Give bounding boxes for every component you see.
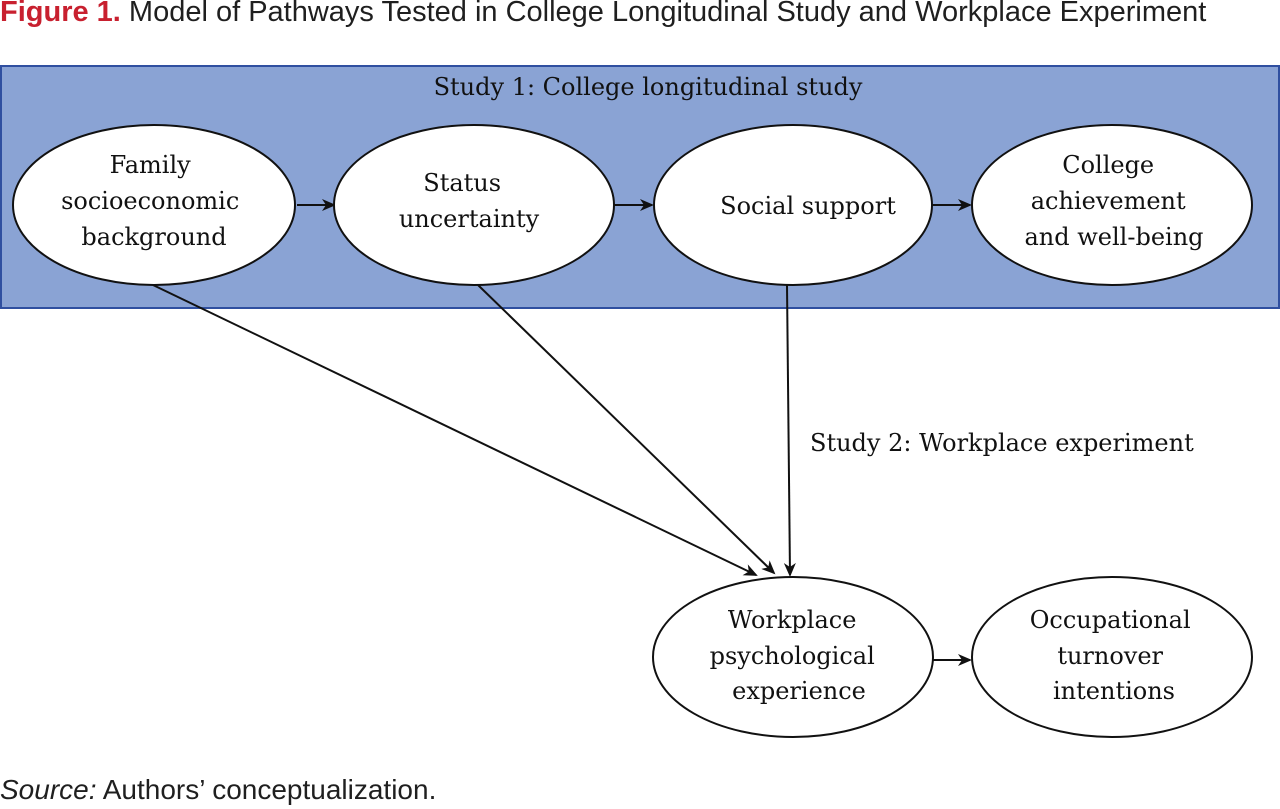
source-label: Source: [0,774,97,805]
node-line: socioeconomic [61,187,239,215]
figure-label: Figure 1. [0,0,121,28]
node-social-support: Social support [653,124,933,286]
svg-text:Occupational turnover: Occupational turnover intentions [1030,606,1199,705]
node-line: achievement [1031,187,1186,215]
node-line: Social support [720,192,896,220]
node-line: Occupational [1030,606,1191,634]
source-note: Source: Authors’ conceptualization. [0,774,436,806]
node-line: experience [732,677,866,705]
node-line: Workplace [728,606,857,634]
svg-text:Family socioeconomic: Family socioeconomic background [61,151,247,251]
node-line: turnover [1057,642,1163,670]
node-line: psychological [710,642,875,670]
figure-title: Figure 1. Model of Pathways Tested in Co… [0,0,1280,29]
arrow-status-to-workplace [477,284,776,575]
node-college-achievement: College achievement and well-being [971,124,1253,286]
svg-text:College achievement: College achievement and well-being [1024,151,1203,251]
arrow-support-to-workplace [783,284,796,577]
svg-text:Status uncertainty: Status uncertainty [399,169,540,233]
node-line: College [1062,151,1154,179]
node-line: Family [110,151,191,179]
source-text: Authors’ conceptualization. [96,774,437,805]
node-line: uncertainty [399,205,540,233]
node-line: Status [423,169,501,197]
node-status-uncertainty: Status uncertainty [333,124,615,286]
study2-label: Study 2: Workplace experiment [810,429,1194,457]
node-line: intentions [1053,677,1175,705]
svg-text:Social support: Social support [720,192,896,220]
node-line: and well-being [1024,223,1203,251]
node-occupational-turnover-intentions: Occupational turnover intentions [971,576,1253,738]
arrow-family-to-workplace [152,284,758,576]
node-workplace-psychological-experience: Workplace psychological experience [652,576,934,738]
figure-title-text: Model of Pathways Tested in College Long… [128,0,1207,28]
study1-label: Study 1: College longitudinal study [434,73,863,101]
node-line: background [81,223,226,251]
node-family-socioeconomic-background: Family socioeconomic background [12,124,296,286]
svg-text:Workplace psychological: Workplace psychological experience [710,606,883,705]
